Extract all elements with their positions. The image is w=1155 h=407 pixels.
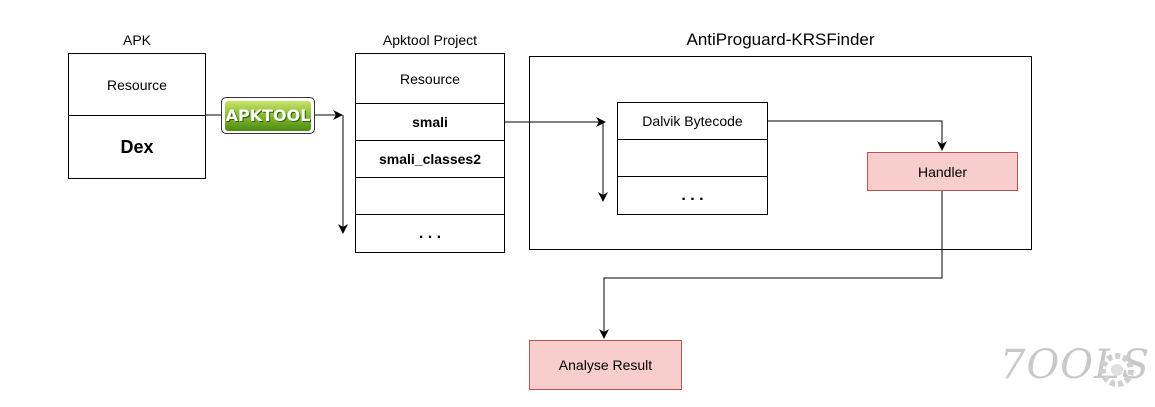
project-row-ellipsis: . . . xyxy=(418,224,442,242)
bytecode-to-handler-arrow xyxy=(768,120,947,151)
project-row-smali: smali xyxy=(356,104,504,141)
gear-watermark-icon xyxy=(1100,353,1134,387)
apk-box: Resource Dex xyxy=(68,53,206,179)
apktool-project-title: Apktool Project xyxy=(382,32,478,48)
bytecode-row-empty xyxy=(618,140,767,177)
apktool-logo-text: APKTOOL xyxy=(225,100,311,131)
finder-title: AntiProguard-KRSFinder xyxy=(686,30,875,49)
apktool-project-box: Resource smali smali_classes2 . . . xyxy=(355,53,505,253)
analyse-result-box: Analyse Result xyxy=(529,340,682,390)
apk-resource: Resource xyxy=(69,54,205,116)
bytecode-row-ellipsis: . . . xyxy=(681,186,704,204)
apk-title: APK xyxy=(122,32,151,48)
project-row-smali-classes2: smali_classes2 xyxy=(356,141,504,178)
handler-to-result-arrow xyxy=(599,191,943,339)
project-row-resource: Resource xyxy=(356,54,504,104)
handler-box: Handler xyxy=(867,152,1018,191)
project-row-empty xyxy=(356,178,504,215)
apk-dex: Dex xyxy=(120,136,154,157)
bytecode-row-dalvik: Dalvik Bytecode xyxy=(618,103,767,140)
tools-watermark: 7OOLS xyxy=(1000,342,1150,388)
bytecode-box: Dalvik Bytecode . . . xyxy=(617,102,768,215)
apktool-logo: APKTOOL xyxy=(221,97,315,134)
